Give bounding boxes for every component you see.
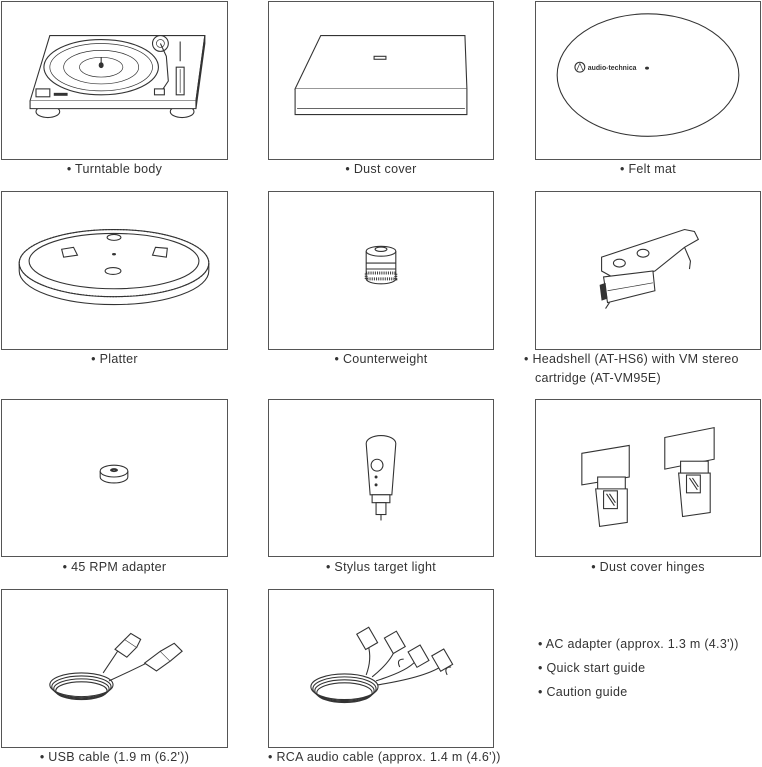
caption-dust-cover-hinges: • Dust cover hinges (591, 560, 705, 574)
caption-rpm-adapter: • 45 RPM adapter (62, 560, 167, 574)
rpm-adapter-illustration (1, 399, 228, 557)
felt-mat-illustration: audio-technica (535, 1, 761, 160)
counterweight-illustration (268, 191, 494, 350)
caption-rca-cable: • RCA audio cable (approx. 1.4 m (4.6')) (268, 750, 501, 764)
dust-cover-illustration (268, 1, 494, 160)
dust-cover-hinges-illustration (535, 399, 761, 557)
extra-item-quick-start-guide: • Quick start guide (538, 661, 646, 675)
caption-stylus-light: • Stylus target light (325, 560, 437, 574)
rca-cable-illustration (268, 589, 494, 748)
turntable-body-illustration (1, 1, 228, 160)
caption-usb-cable: • USB cable (1.9 m (6.2')) (39, 750, 190, 764)
caption-headshell-line2: cartridge (AT-VM95E) (535, 371, 661, 385)
caption-headshell-line1: • Headshell (AT-HS6) with VM stereo (524, 352, 739, 366)
usb-cable-illustration (1, 589, 228, 748)
platter-illustration (1, 191, 228, 350)
felt-mat-logo-text: audio-technica (588, 65, 637, 72)
stylus-light-illustration (268, 399, 494, 557)
caption-felt-mat: • Felt mat (620, 162, 676, 176)
caption-counterweight: • Counterweight (334, 352, 428, 366)
extra-item-ac-adapter: • AC adapter (approx. 1.3 m (4.3')) (538, 637, 739, 651)
extra-item-caution-guide: • Caution guide (538, 685, 628, 699)
caption-platter: • Platter (91, 352, 138, 366)
caption-dust-cover: • Dust cover (345, 162, 417, 176)
headshell-illustration (535, 191, 761, 350)
caption-turntable-body: • Turntable body (66, 162, 163, 176)
